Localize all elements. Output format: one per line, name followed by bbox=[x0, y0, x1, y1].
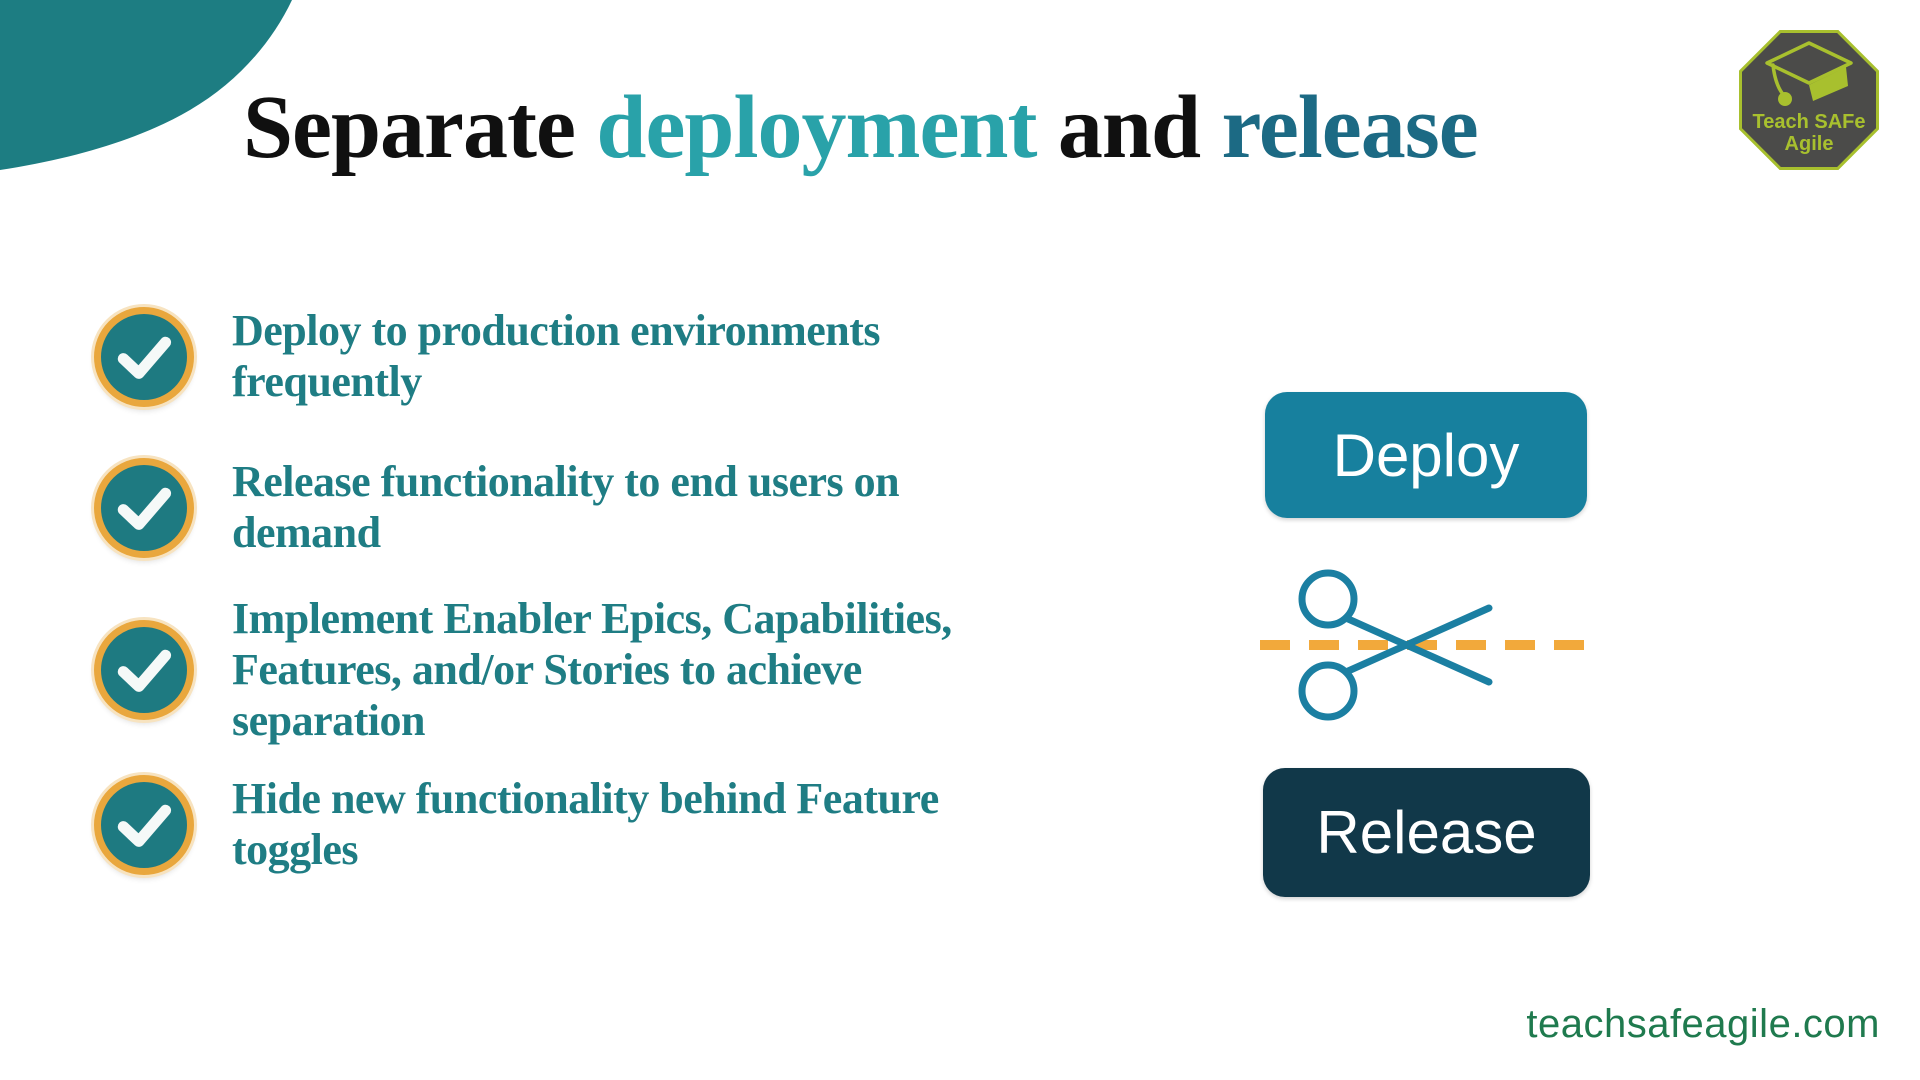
website-url: teachsafeagile.com bbox=[1526, 1002, 1880, 1046]
check-icon bbox=[94, 620, 194, 721]
list-item: Implement Enabler Epics, Capabilities, F… bbox=[94, 594, 952, 746]
checklist: Deploy to production environments freque… bbox=[94, 306, 952, 925]
corner-wave-decoration bbox=[0, 0, 292, 170]
list-item-text: Release functionality to end users on de… bbox=[232, 457, 900, 557]
release-box: Release bbox=[1263, 768, 1590, 897]
title-word-and: and bbox=[1036, 78, 1222, 177]
list-item: Hide new functionality behind Feature to… bbox=[94, 774, 952, 875]
page-title: Separate deployment and release bbox=[243, 78, 1479, 177]
scissors-icon bbox=[1260, 569, 1588, 721]
logo-text-line2: Agile bbox=[1784, 133, 1834, 155]
list-item: Deploy to production environments freque… bbox=[94, 306, 952, 407]
graduation-cap-icon bbox=[1765, 41, 1853, 106]
deploy-box: Deploy bbox=[1265, 392, 1587, 518]
teach-safe-agile-logo: Teach SAFe Agile bbox=[1739, 30, 1879, 170]
list-item-text: Deploy to production environments freque… bbox=[232, 306, 881, 406]
check-icon bbox=[94, 457, 194, 558]
title-word-deployment: deployment bbox=[596, 78, 1037, 177]
check-icon bbox=[94, 306, 194, 407]
logo-text: Teach SAFe Agile bbox=[1742, 111, 1876, 155]
check-icon bbox=[94, 774, 194, 875]
list-item: Release functionality to end users on de… bbox=[94, 457, 952, 558]
title-word-release: release bbox=[1221, 78, 1479, 177]
list-item-text: Implement Enabler Epics, Capabilities, F… bbox=[232, 594, 952, 745]
title-word-separate: Separate bbox=[243, 78, 597, 177]
list-item-text: Hide new functionality behind Feature to… bbox=[232, 774, 939, 874]
logo-octagon: Teach SAFe Agile bbox=[1742, 33, 1876, 167]
logo-text-line1: Teach SAFe bbox=[1752, 111, 1866, 133]
